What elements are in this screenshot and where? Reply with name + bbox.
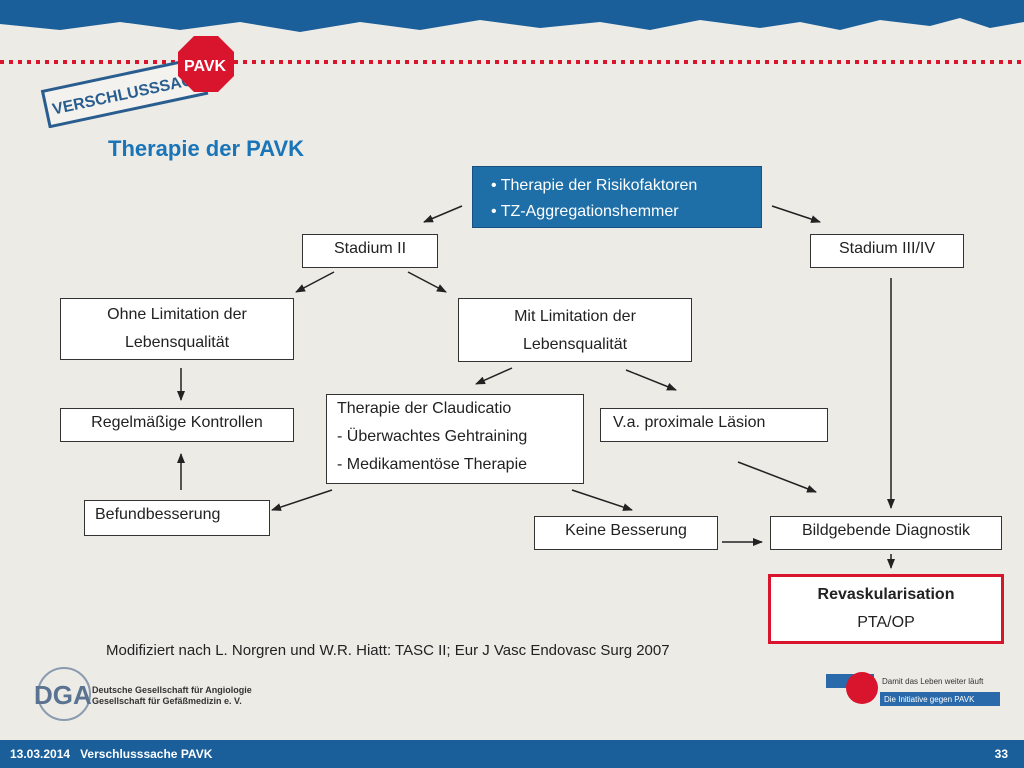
risk-factors-line1: • Therapie der Risikofaktoren [491, 177, 698, 194]
arrow-top-to-stadium2 [423, 205, 463, 223]
arrow-claudicatio-to-keine [571, 489, 633, 511]
risk-factors-box: • Therapie der Risikofaktoren • TZ-Aggre… [472, 166, 762, 228]
therapie-claudicatio-line1: Therapie der Claudicatio [337, 400, 512, 417]
ohne-limitation-line2: Lebensqualität [124, 334, 230, 351]
befundbesserung-box: Befundbesserung [84, 500, 270, 536]
footer-date: 13.03.2014 [10, 747, 71, 761]
footer-left: 13.03.2014 Verschlusssache PAVK [10, 747, 212, 761]
arrow-claudicatio-to-befund [271, 489, 333, 511]
arrow-mit-to-laesion [625, 369, 677, 391]
risk-factors-line2: • TZ-Aggregationshemmer [491, 203, 679, 220]
therapie-claudicatio-line2: - Überwachtes Gehtraining [337, 428, 528, 445]
initiative-logo: Damit das Leben weiter läuft Die Initiat… [826, 672, 1000, 706]
mit-limitation-box: Mit Limitation der Lebensqualität [458, 298, 692, 362]
stadium-2-box: Stadium II [302, 234, 438, 268]
ohne-limitation-line1: Ohne Limitation der [107, 306, 247, 323]
stadium-3-4-box: Stadium III/IV [810, 234, 964, 268]
keine-besserung-box: Keine Besserung [534, 516, 718, 550]
therapie-claudicatio-line3: - Medikamentöse Therapie [337, 456, 528, 473]
arrow-laesion-to-bildgebend [737, 461, 817, 493]
stop-sign-text: PAVK [184, 58, 227, 75]
arrow-stadium2-to-mit [407, 271, 447, 293]
slide-title: Therapie der PAVK [108, 136, 305, 161]
revaskularisation-box: Revaskularisation PTA/OP [768, 574, 1004, 644]
mit-limitation-line1: Mit Limitation der [514, 308, 636, 325]
ohne-limitation-box: Ohne Limitation der Lebensqualität [60, 298, 294, 360]
initiative-line1: Damit das Leben weiter läuft [882, 677, 984, 686]
therapie-claudicatio-box: Therapie der Claudicatio - Überwachtes G… [326, 394, 584, 484]
arrow-mit-to-claudicatio [475, 367, 513, 385]
proximale-laesion-box: V.a. proximale Läsion [600, 408, 828, 442]
dga-line1: Deutsche Gesellschaft für Angiologie [92, 685, 252, 695]
bildgebende-diagnostik-box: Bildgebende Diagnostik [770, 516, 1002, 550]
arrow-stadium2-to-ohne [295, 271, 335, 293]
initiative-line2: Die Initiative gegen PAVK [884, 695, 975, 704]
dga-abbrev: DGA [34, 680, 92, 710]
page-number: 33 [994, 747, 1008, 761]
footer-label: Verschlusssache PAVK [80, 747, 213, 761]
footer-bar: 13.03.2014 Verschlusssache PAVK 33 [0, 740, 1024, 768]
revaskularisation-line1: Revaskularisation [817, 586, 955, 603]
mit-limitation-line2: Lebensqualität [522, 336, 628, 353]
dga-logo: DGA Deutsche Gesellschaft für Angiologie… [34, 667, 252, 721]
header-band [0, 0, 1024, 32]
source-citation: Modifiziert nach L. Norgren und W.R. Hia… [106, 642, 670, 659]
arrow-top-to-stadium34 [771, 205, 821, 223]
verschlusssache-logo: VERSCHLUSSSACHE PAVK [40, 36, 234, 128]
revaskularisation-line2: PTA/OP [857, 614, 915, 631]
regelmaessige-kontrollen-box: Regelmäßige Kontrollen [60, 408, 294, 442]
dga-line2: Gesellschaft für Gefäßmedizin e. V. [92, 696, 242, 706]
